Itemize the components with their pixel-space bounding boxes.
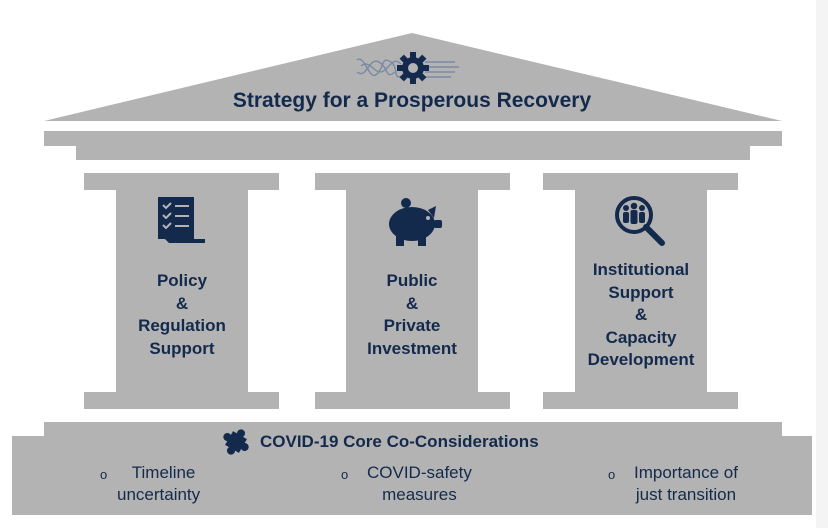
- foundation-heading: COVID-19 Core Co-Considerations: [260, 432, 539, 451]
- bullet-marker: o: [341, 467, 349, 482]
- checklist-icon: [158, 197, 205, 243]
- people-magnifier-icon: [615, 196, 665, 246]
- pillar-capital: [315, 173, 510, 190]
- bullet-marker: o: [608, 467, 616, 482]
- pillar-base: [315, 392, 510, 409]
- pillar-base: [543, 392, 738, 409]
- bullet-marker: o: [100, 467, 108, 482]
- gear-network-icon: [356, 52, 459, 84]
- pillar-capital: [84, 173, 279, 190]
- pillar-capital: [543, 173, 738, 190]
- foundation: [12, 436, 812, 515]
- entablature-top: [44, 131, 782, 146]
- entablature-bottom: [76, 145, 750, 160]
- puzzle-piece-icon: [223, 429, 249, 455]
- page-title: Strategy for a Prosperous Recovery: [232, 89, 592, 112]
- piggy-bank-icon: [389, 198, 442, 246]
- page-edge: [816, 0, 828, 528]
- pillar-base: [84, 392, 279, 409]
